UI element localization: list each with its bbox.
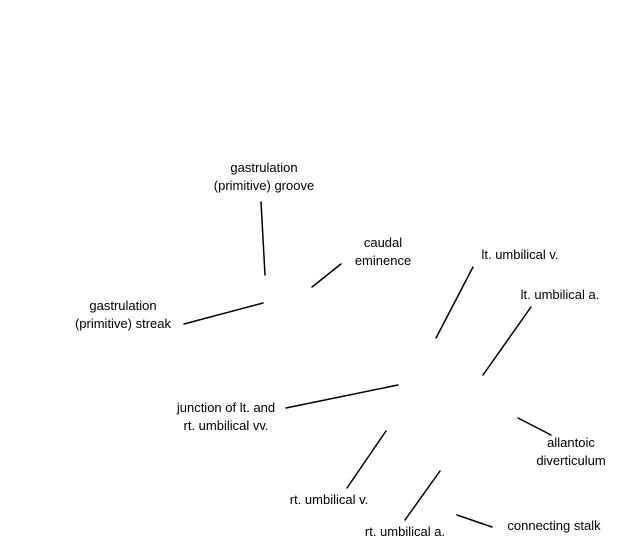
label-rt-umbilical-a: rt. umbilical a.	[353, 523, 457, 541]
label-gastrulation-groove-line1: gastrulation	[230, 160, 298, 175]
leader-rt-umbilical-a	[404, 470, 441, 521]
label-lt-umbilical-v: lt. umbilical v.	[468, 246, 572, 264]
label-caudal-eminence-line1: caudal	[363, 235, 403, 250]
label-rt-umbilical-v-line1: rt. umbilical v.	[289, 492, 369, 507]
label-connecting-stalk: connecting stalk	[495, 517, 613, 535]
leader-gastrulation-groove	[260, 201, 266, 276]
leader-gastrulation-streak	[183, 302, 264, 325]
label-gastrulation-streak-line2: (primitive) streak	[74, 316, 172, 331]
label-junction-line2: rt. umbilical vv.	[183, 418, 269, 433]
leader-caudal-eminence	[311, 263, 342, 288]
leader-connecting-stalk	[456, 514, 493, 528]
label-caudal-eminence-line2: eminence	[354, 253, 412, 268]
leader-lt-umbilical-v	[435, 266, 474, 339]
label-lt-umbilical-a: lt. umbilical a.	[508, 286, 612, 304]
leader-lt-umbilical-a	[482, 306, 532, 376]
label-allantoic-diverticulum-line2: diverticulum	[536, 453, 606, 468]
label-allantoic-diverticulum-line1: allantoic	[547, 435, 595, 450]
label-junction: junction of lt. and rt. umbilical vv.	[160, 399, 292, 435]
leader-junction	[285, 384, 399, 409]
leader-allantoic-diverticulum	[517, 417, 552, 436]
leader-rt-umbilical-v	[346, 430, 387, 489]
label-junction-line1: junction of lt. and	[176, 400, 276, 415]
label-lt-umbilical-a-line1: lt. umbilical a.	[520, 287, 600, 302]
label-allantoic-diverticulum: allantoic diverticulum	[526, 434, 616, 470]
label-gastrulation-streak: gastrulation (primitive) streak	[60, 297, 186, 333]
label-gastrulation-groove-line2: (primitive) groove	[213, 178, 315, 193]
label-connecting-stalk-line1: connecting stalk	[507, 518, 601, 533]
label-lt-umbilical-v-line1: lt. umbilical v.	[481, 247, 559, 262]
label-rt-umbilical-v: rt. umbilical v.	[277, 491, 381, 509]
label-caudal-eminence: caudal eminence	[343, 234, 423, 270]
label-gastrulation-groove: gastrulation (primitive) groove	[201, 159, 327, 195]
label-rt-umbilical-a-line1: rt. umbilical a.	[364, 524, 446, 539]
label-gastrulation-streak-line1: gastrulation	[89, 298, 157, 313]
